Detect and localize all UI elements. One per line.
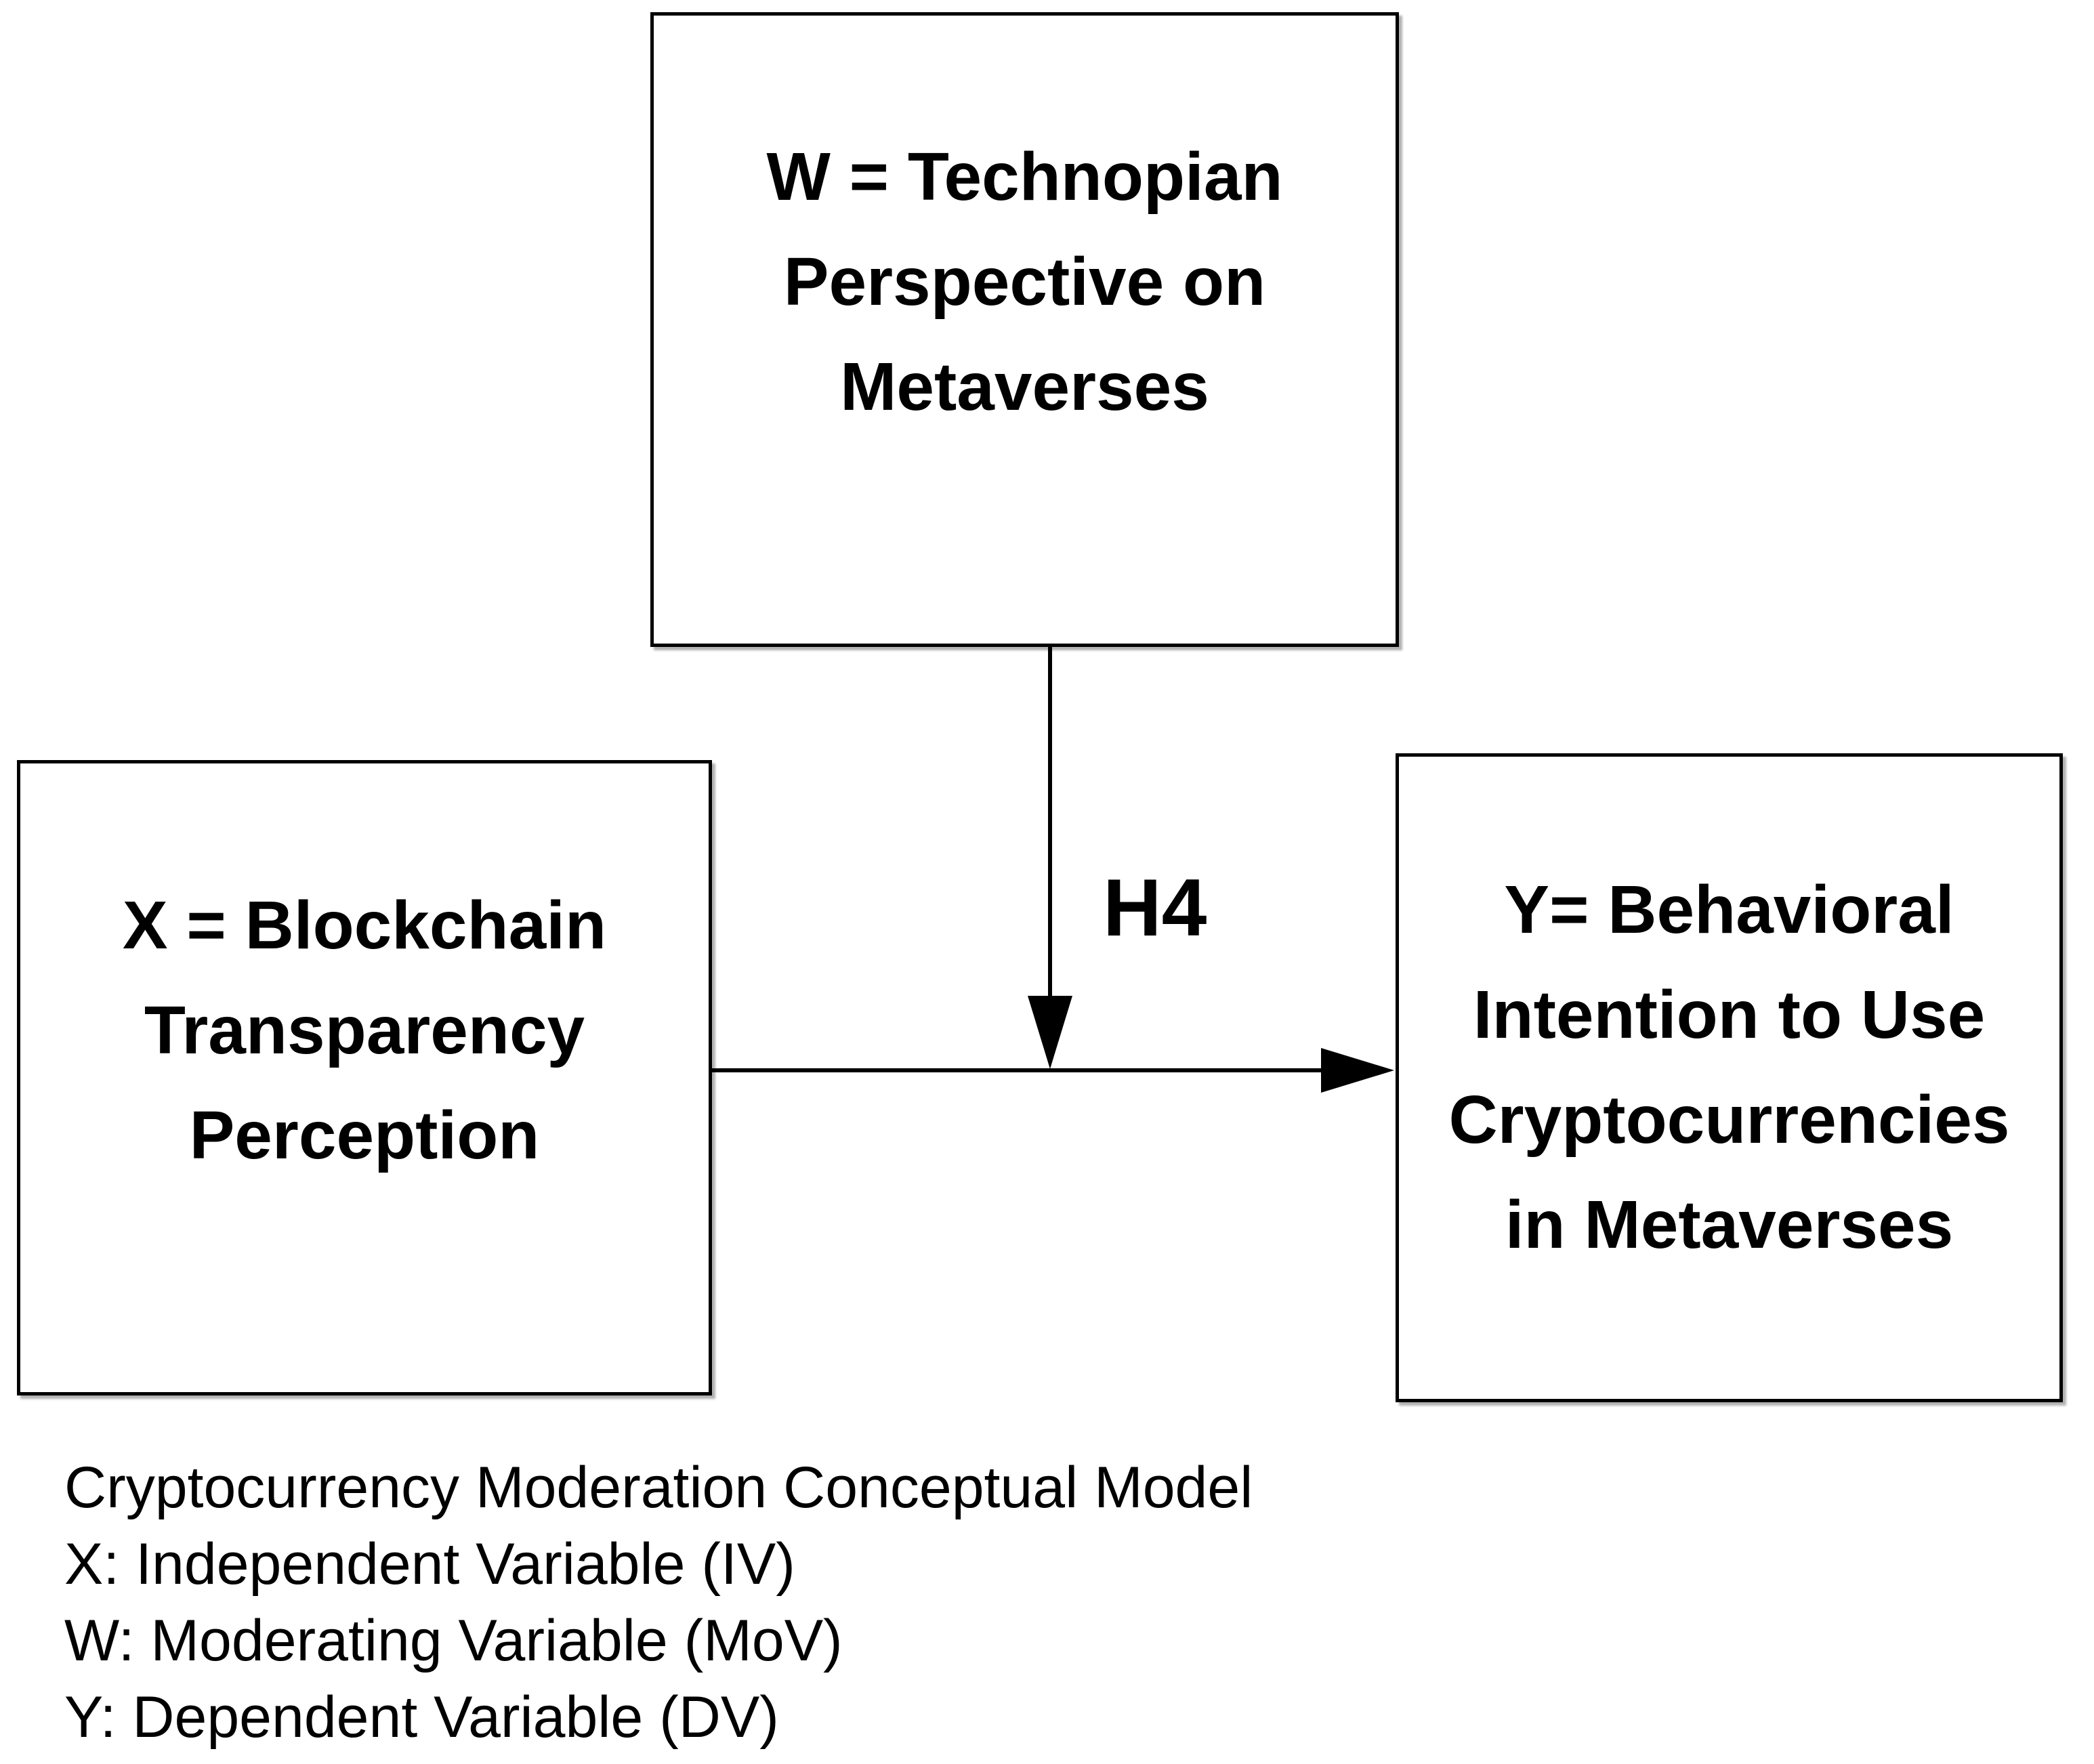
node-w-text-line: W = Technopian (766, 139, 1283, 215)
caption-line: Cryptocurrency Moderation Conceptual Mod… (64, 1455, 1253, 1520)
node-y-text-line: Cryptocurrencies (1448, 1082, 2010, 1158)
node-y-text-line: in Metaverses (1505, 1187, 1954, 1263)
node-x-text-line: Transparency (144, 992, 585, 1068)
figure-caption: Cryptocurrency Moderation Conceptual Mod… (64, 1450, 1253, 1756)
caption-line: Y: Dependent Variable (DV) (64, 1685, 779, 1750)
caption-line: X: Independent Variable (IV) (64, 1532, 795, 1597)
node-y-text-line: Y= Behavioral (1504, 872, 1954, 948)
node-y-text-line: Intention to Use (1473, 977, 1986, 1053)
h4-hypothesis-label: H4 (1103, 862, 1207, 953)
moderation-arrowhead-icon (1028, 996, 1072, 1069)
effect-arrowhead-icon (1321, 1048, 1394, 1093)
node-w-text-line: Metaverses (840, 349, 1209, 425)
node-x-text-line: Perception (189, 1097, 540, 1173)
node-x-text-line: X = Blockchain (122, 887, 607, 963)
node-w-text-line: Perspective on (783, 244, 1266, 320)
caption-line: W: Moderating Variable (MoV) (64, 1608, 843, 1673)
